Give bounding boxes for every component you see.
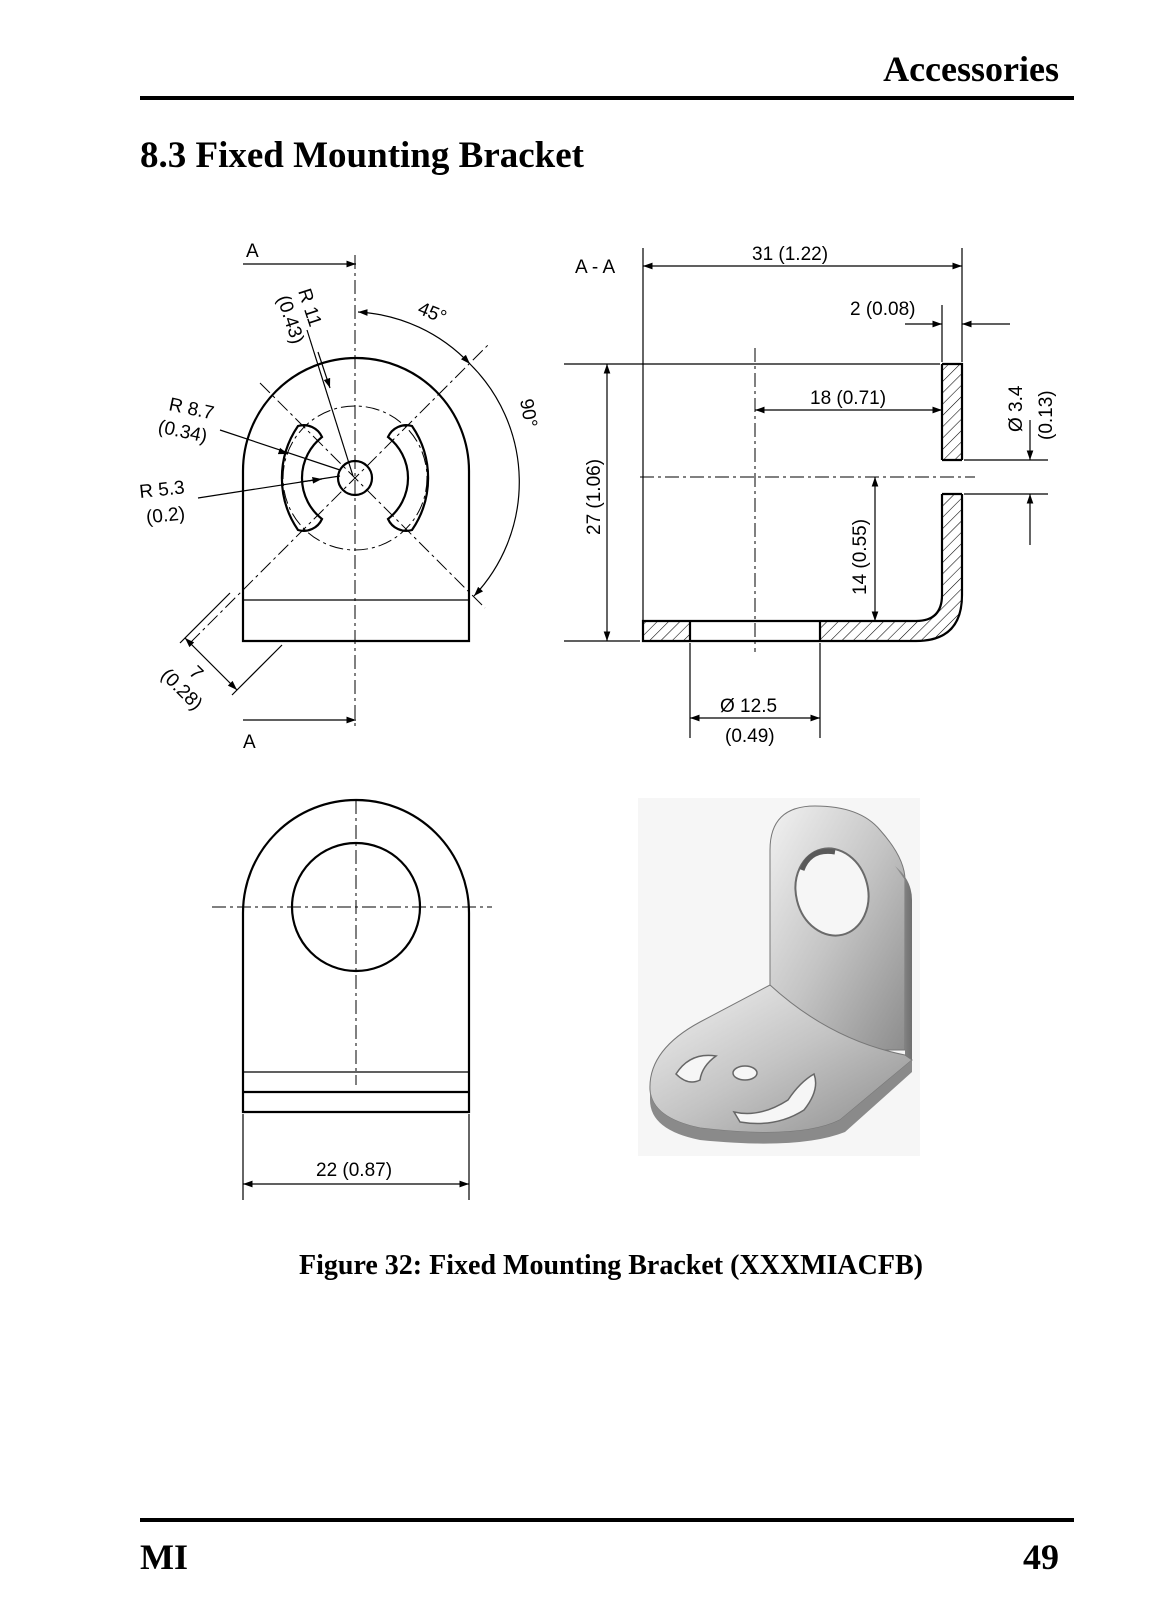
- left-slot: [280, 424, 324, 532]
- figure-caption: Figure 32: Fixed Mounting Bracket (XXXMI…: [299, 1250, 923, 1281]
- right-slot: [386, 424, 430, 532]
- bolt-circle: [282, 405, 428, 551]
- section-title: 8.3 Fixed Mounting Bracket: [140, 135, 584, 176]
- rear-view: 22 (0.87): [212, 798, 492, 1200]
- dim-22: 22 (0.87): [316, 1160, 392, 1181]
- dim-45: 45°: [415, 298, 450, 328]
- rear-outline: [241, 798, 471, 1114]
- header-rule: [140, 96, 1074, 100]
- dim-dia125-in: (0.49): [725, 726, 775, 747]
- section-hatch: [643, 364, 962, 641]
- angle-45-arc: [357, 309, 471, 365]
- section-outline: [641, 362, 964, 643]
- dim-90: 90°: [515, 397, 541, 429]
- section-header: Accessories: [883, 49, 1059, 89]
- dim-18: 18 (0.71): [810, 388, 886, 409]
- dim-2: 2 (0.08): [850, 299, 915, 320]
- page-number: 49: [1023, 1537, 1059, 1577]
- dim-14: 14 (0.55): [850, 519, 871, 595]
- center-hole: [336, 459, 374, 497]
- section-label: A - A: [575, 257, 615, 278]
- section-view: A - A 31 (1.22) 2 (0.08) 18 (0.71: [564, 244, 1057, 747]
- dim-27: 27 (1.06): [584, 459, 605, 535]
- front-outline: [241, 356, 471, 643]
- section-mark-top: A: [246, 241, 259, 262]
- dim-dia125: Ø 12.5: [720, 696, 777, 717]
- dim-dia34: Ø 3.4: [1006, 385, 1027, 432]
- dim-r53-in: (0.2): [145, 503, 186, 528]
- footer-product: MI: [140, 1537, 188, 1577]
- dim-7-line: [184, 637, 238, 691]
- section-mark-bottom: A: [243, 732, 256, 753]
- dim-31: 31 (1.22): [752, 244, 828, 265]
- front-view: A A R 11 (0.43) 45° 90° R 8.7 (0.34) R 5…: [138, 241, 540, 753]
- dim-dia34-in: (0.13): [1036, 390, 1057, 440]
- r11-leader: [306, 329, 354, 477]
- footer-rule: [140, 1518, 1074, 1522]
- angle-90-arc: [469, 363, 520, 597]
- diagonal-center-line-2: [259, 382, 486, 609]
- dim-r53: R 5.3: [138, 477, 185, 503]
- diagonal-center-line: [189, 342, 491, 644]
- bracket-3d-render: [638, 798, 920, 1156]
